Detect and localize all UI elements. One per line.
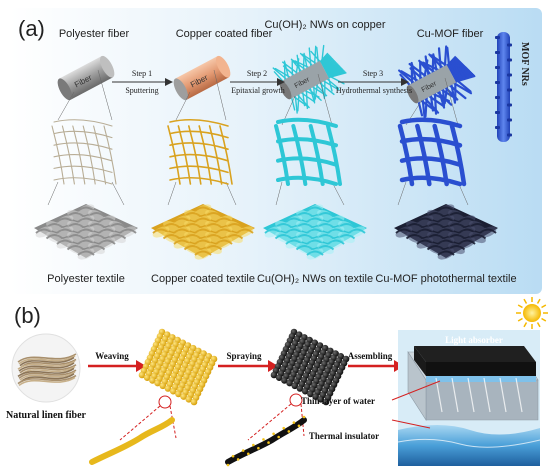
panel-b: (b) Natural linen fiber Weaving Spraying… bbox=[6, 297, 548, 470]
process-arrows: Weaving Spraying Assembling bbox=[88, 351, 404, 372]
step-arrows: Step 1 Sputtering Step 2 Epitaxial growt… bbox=[112, 69, 412, 95]
weaving-label: Weaving bbox=[95, 351, 129, 361]
sun-icon bbox=[516, 297, 548, 329]
step-3-label: Step 3 bbox=[363, 69, 383, 78]
mof-nr-rod bbox=[495, 32, 512, 142]
fiber-cu-mof: Fiber MOF NRs bbox=[398, 32, 530, 142]
label-copper-textile: Copper coated textile bbox=[151, 273, 255, 285]
panel-a-tag: (a) bbox=[18, 16, 45, 41]
light-absorber-label: Light absorber bbox=[445, 335, 503, 345]
fiber-zoom-details bbox=[89, 393, 307, 467]
woven-linen-fabric bbox=[138, 328, 218, 406]
panel-b-tag: (b) bbox=[14, 303, 41, 328]
mesh-grids bbox=[51, 117, 467, 187]
thin-water-label: Thin layer of water bbox=[301, 396, 375, 406]
assembling-label: Assembling bbox=[348, 351, 393, 361]
step-2-method: Epitaxial growth bbox=[231, 86, 285, 95]
step-2-label: Step 2 bbox=[247, 69, 267, 78]
step-3-method: Hydrothermal synthesis bbox=[336, 86, 412, 95]
panel-a: (a) Polyester fiber Copper coated fiber … bbox=[10, 8, 542, 294]
thermal-insulator-label: Thermal insulator bbox=[309, 431, 379, 441]
label-cuoh-textile: Cu(OH)₂ NWs on textile bbox=[257, 273, 373, 285]
evaporator-device: Light absorber bbox=[391, 330, 541, 466]
fiber-copper: Fiber bbox=[173, 55, 231, 101]
mof-nrs-label: MOF NRs bbox=[519, 42, 530, 86]
title-cuoh-nws: Cu(OH)₂ NWs on copper bbox=[264, 19, 385, 31]
title-polyester-fiber: Polyester fiber bbox=[59, 28, 130, 40]
coated-fabric bbox=[270, 328, 350, 406]
fiber-polyester: Fiber bbox=[57, 55, 115, 101]
linen-fiber-photo bbox=[11, 333, 81, 403]
natural-linen-label: Natural linen fiber bbox=[6, 410, 87, 421]
label-polyester-textile: Polyester textile bbox=[47, 273, 125, 285]
step-1-method: Sputtering bbox=[125, 86, 158, 95]
title-cu-mof-fiber: Cu-MOF fiber bbox=[417, 28, 484, 40]
title-copper-fiber: Copper coated fiber bbox=[176, 28, 273, 40]
woven-textiles bbox=[34, 204, 498, 260]
step-1-label: Step 1 bbox=[132, 69, 152, 78]
spraying-label: Spraying bbox=[226, 351, 262, 361]
label-cu-mof-textile: Cu-MOF photothermal textile bbox=[375, 273, 516, 285]
